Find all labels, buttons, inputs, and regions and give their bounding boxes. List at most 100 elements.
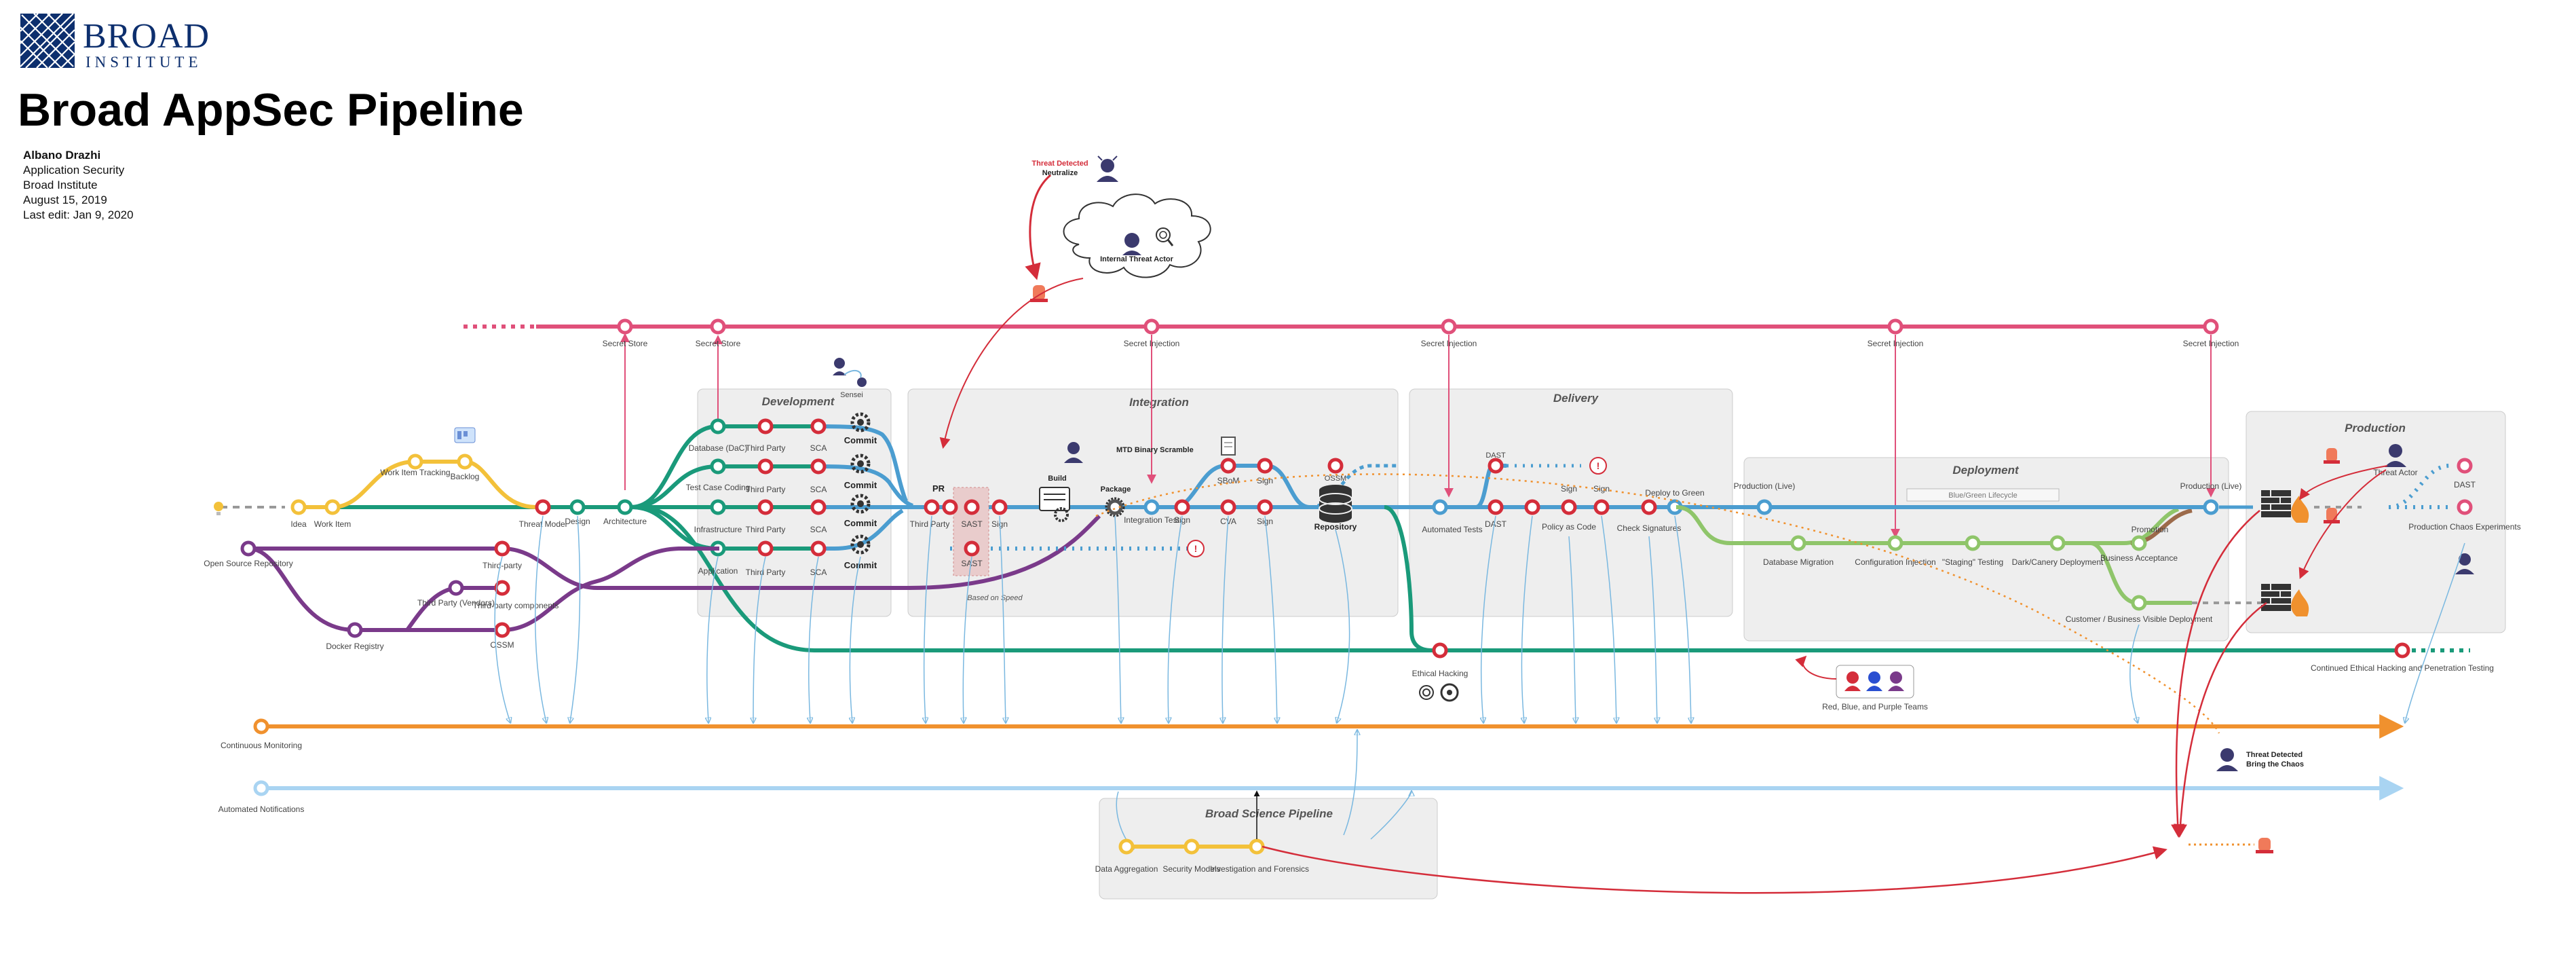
investigation-label: Investigation and Forensics [1210, 864, 1309, 874]
third-party-label: Third-party [482, 561, 522, 570]
notifications-line: Automated Notifications [219, 776, 2404, 814]
secret-injection-label-4: Secret Injection [2183, 339, 2239, 348]
commit-gear-icon-1 [850, 412, 871, 432]
investigation-node [1249, 838, 1265, 855]
data-aggregation-node [1118, 838, 1135, 855]
check-signatures-label: Check Signatures [1617, 523, 1682, 533]
production-live-node-left [1756, 499, 1773, 515]
delivery-sign-node-2 [1593, 499, 1610, 515]
dev-row3-node-b [757, 499, 774, 515]
ethical-hacking-group: Ethical Hacking Continued Ethical Hackin… [1412, 642, 2494, 711]
sast-secondary-label: SAST [961, 559, 983, 568]
alarm-beacon-icon-bottom [2256, 838, 2273, 853]
threat-model-label: Threat Model [519, 519, 567, 529]
continuous-monitoring-node [253, 718, 269, 735]
dark-canary-label: Dark/Canery Deployment [2012, 557, 2104, 567]
pr-label: PR [932, 483, 945, 494]
production-live-node-right [2203, 499, 2219, 515]
secret-store-label-1: Secret Store [603, 339, 648, 348]
internal-threat-group: Internal Threat Actor Threat Detected Ne… [939, 155, 1211, 449]
blue-team-icon [1866, 671, 1882, 691]
dev-row2-node-a [710, 458, 726, 475]
production-chaos-node [2457, 499, 2473, 515]
lightbulb-icon [214, 502, 223, 515]
security-models-node [1183, 838, 1200, 855]
integration-sign-node [991, 499, 1008, 515]
package-label: Package [1101, 485, 1131, 494]
author-team: Application Security [23, 164, 125, 177]
policy-as-code-node [1561, 499, 1577, 515]
internal-actor-icon [1122, 233, 1141, 255]
author-name: Albano Drazhi [23, 149, 101, 162]
development-stage-box [697, 388, 892, 617]
integration-third-party-label: Third Party [910, 519, 950, 529]
integration-test-label: Integration Test [1124, 515, 1179, 525]
design-node [569, 499, 586, 515]
secret-injection-label-1: Secret Injection [1124, 339, 1180, 348]
production-live-left-label: Production (Live) [1734, 481, 1796, 491]
work-item-node [324, 499, 341, 515]
business-acceptance-node [2131, 535, 2147, 551]
secret-store-node-1 [617, 318, 633, 335]
commit-gear-icon-3 [850, 494, 871, 514]
architecture-node [617, 499, 633, 515]
secret-injection-node-1 [1143, 318, 1160, 335]
kanban-board-icon [454, 427, 476, 443]
build-server-icon [1039, 487, 1070, 522]
ethical-hacking-node [1432, 642, 1448, 659]
production-dast-node [2457, 458, 2473, 474]
sbom-node [1220, 458, 1236, 474]
sast-secondary-node [964, 540, 980, 557]
data-aggregation-label: Data Aggregation [1095, 864, 1158, 874]
integration-sign-node-2 [1174, 499, 1190, 515]
third-party-components-node [494, 580, 510, 596]
commit-label-4: Commit [844, 560, 877, 570]
sign-node-cva [1257, 499, 1273, 515]
ossm-node-left [494, 622, 510, 638]
integration-third-party-node [942, 499, 958, 515]
docker-registry-node [347, 622, 363, 638]
open-source-repo-label-text: Open Source Repository [204, 559, 292, 568]
automated-tests-label: Automated Tests [1422, 525, 1482, 534]
dev-row3-party: Third Party [746, 525, 786, 534]
business-acceptance-label: Business Acceptance [2100, 553, 2178, 563]
sast-node [964, 499, 980, 515]
work-item-label: Work Item [314, 519, 351, 529]
dev-row1-sca: SCA [810, 443, 827, 453]
commit-label-2: Commit [844, 480, 877, 490]
configuration-injection-label: Configuration Injection [1855, 557, 1935, 567]
dev-row4-name: Application [698, 566, 738, 576]
pre-dev-track: Idea Work Item Work Item Tracking Backlo… [214, 427, 692, 529]
dev-row2-node-b [757, 458, 774, 475]
build-label: Build [1048, 475, 1067, 483]
deployment-title: Deployment [1952, 464, 2020, 477]
dev-row4-party: Third Party [746, 568, 786, 577]
author-org: Broad Institute [23, 179, 98, 191]
configuration-injection-node [1887, 535, 1903, 551]
commit-gear-icon-4 [850, 534, 871, 555]
third-party-node [494, 540, 510, 557]
policy-as-code-label: Policy as Code [1542, 522, 1596, 532]
third-party-vendors-label: Third Party (Vendors) [417, 598, 495, 608]
commit-label-3: Commit [844, 518, 877, 528]
author-block: Albano Drazhi Application Security Broad… [23, 148, 134, 223]
threat-actor-icon [2385, 444, 2406, 467]
sign-node-sbom [1257, 458, 1273, 474]
idea-node [290, 499, 307, 515]
author-date: August 15, 2019 [23, 193, 107, 206]
warning-circle-icon-integration: ! [1187, 540, 1205, 557]
dev-row3-sca: SCA [810, 525, 827, 534]
author-last-edit: Last edit: Jan 9, 2020 [23, 208, 134, 221]
customer-visible-label: Customer / Business Visible Deployment [2066, 614, 2213, 624]
automated-notifications-node [253, 780, 269, 796]
continued-ethical-node [2394, 642, 2410, 659]
delivery-title: Delivery [1553, 392, 1599, 405]
based-on-speed-label: Based on Speed [967, 594, 1023, 602]
sensei-avatar-icon [833, 358, 867, 387]
work-item-tracking-label: Work Item Tracking [380, 468, 450, 477]
ethical-hacking-label: Ethical Hacking [1412, 669, 1469, 678]
firewall-fire-icon-2 [2261, 584, 2309, 616]
svg-text:!: ! [1597, 460, 1600, 471]
